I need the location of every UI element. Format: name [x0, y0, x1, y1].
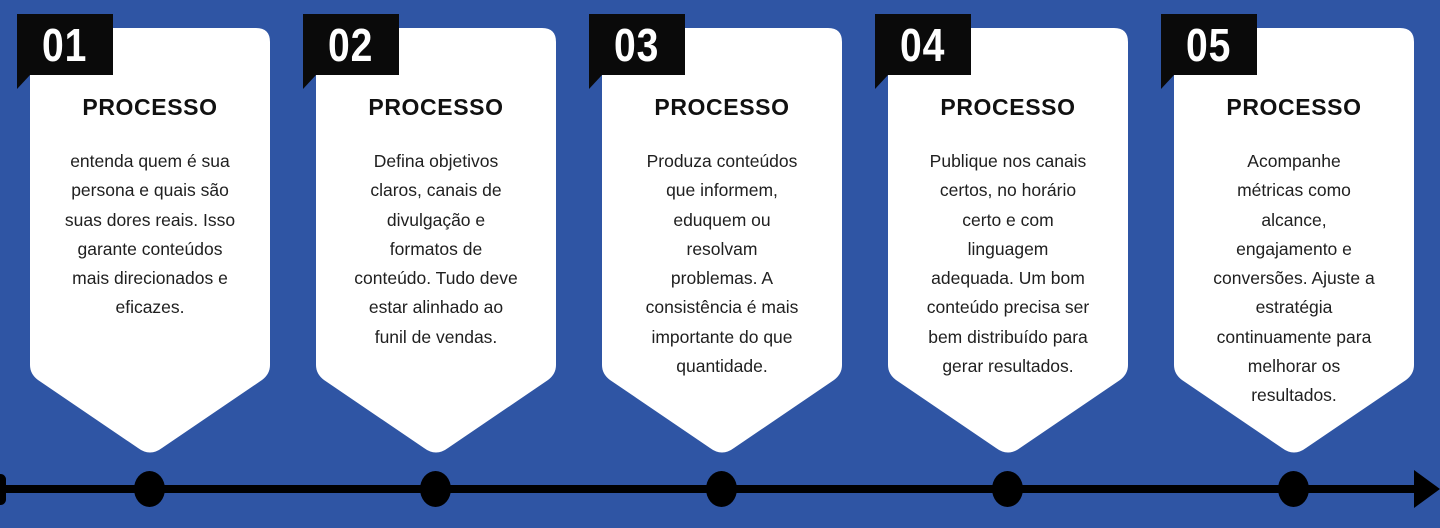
timeline-start-cap	[0, 474, 6, 505]
step-card-1: 01 PROCESSO entenda quem é sua persona e…	[17, 14, 270, 458]
step-card-3: 03 PROCESSO Produza conteúdos que inform…	[589, 14, 842, 458]
ribbon-fold	[875, 75, 888, 89]
pennant-shape	[602, 28, 842, 453]
card-content: PROCESSO Acompanhe métricas como alcance…	[1174, 28, 1414, 411]
card-title: PROCESSO	[82, 94, 218, 120]
step-number-ribbon: 05	[1161, 14, 1257, 75]
timeline-dot	[420, 471, 451, 507]
pennant-shape	[316, 28, 556, 453]
timeline-dot	[706, 471, 737, 507]
step-card-4: 04 PROCESSO Publique nos canais certos, …	[875, 14, 1128, 458]
card-description: entenda quem é sua persona e quais são s…	[64, 151, 236, 318]
step-number-ribbon: 03	[589, 14, 685, 75]
step-number-ribbon: 04	[875, 14, 971, 75]
ribbon-fold	[303, 75, 316, 89]
step-number: 03	[614, 18, 660, 71]
pennant-shape	[888, 28, 1128, 453]
card-title: PROCESSO	[940, 94, 1076, 120]
card-description: Acompanhe métricas como alcance, engajam…	[1213, 151, 1375, 406]
step-card-5: 05 PROCESSO Acompanhe métricas como alca…	[1161, 14, 1414, 458]
card-title: PROCESSO	[654, 94, 790, 120]
card-title: PROCESSO	[368, 94, 504, 120]
pennant-shape	[30, 28, 270, 453]
timeline-dot	[134, 471, 165, 507]
timeline-dot	[992, 471, 1023, 507]
card-description: Defina objetivos claros, canais de divul…	[354, 151, 518, 347]
card-content: PROCESSO Produza conteúdos que informem,…	[602, 28, 842, 381]
step-number: 01	[42, 18, 88, 71]
ribbon-fold	[1161, 75, 1174, 89]
card-title: PROCESSO	[1226, 94, 1362, 120]
card-content: PROCESSO entenda quem é sua persona e qu…	[30, 28, 270, 323]
ribbon-fold	[589, 75, 602, 89]
pennant-shape	[1174, 28, 1414, 453]
card-content: PROCESSO Defina objetivos claros, canais…	[316, 28, 556, 352]
step-number-ribbon: 02	[303, 14, 399, 75]
step-card-2: 02 PROCESSO Defina objetivos claros, can…	[303, 14, 556, 458]
arrow-right-icon	[1414, 470, 1440, 508]
ribbon-fold	[17, 75, 30, 89]
timeline-dot	[1278, 471, 1309, 507]
step-number: 05	[1186, 18, 1232, 71]
step-number-ribbon: 01	[17, 14, 113, 75]
card-description: Publique nos canais certos, no horário c…	[926, 151, 1090, 377]
step-number: 04	[900, 18, 946, 71]
card-content: PROCESSO Publique nos canais certos, no …	[888, 28, 1128, 381]
step-number: 02	[328, 18, 374, 71]
card-description: Produza conteúdos que informem, eduquem …	[645, 151, 799, 377]
